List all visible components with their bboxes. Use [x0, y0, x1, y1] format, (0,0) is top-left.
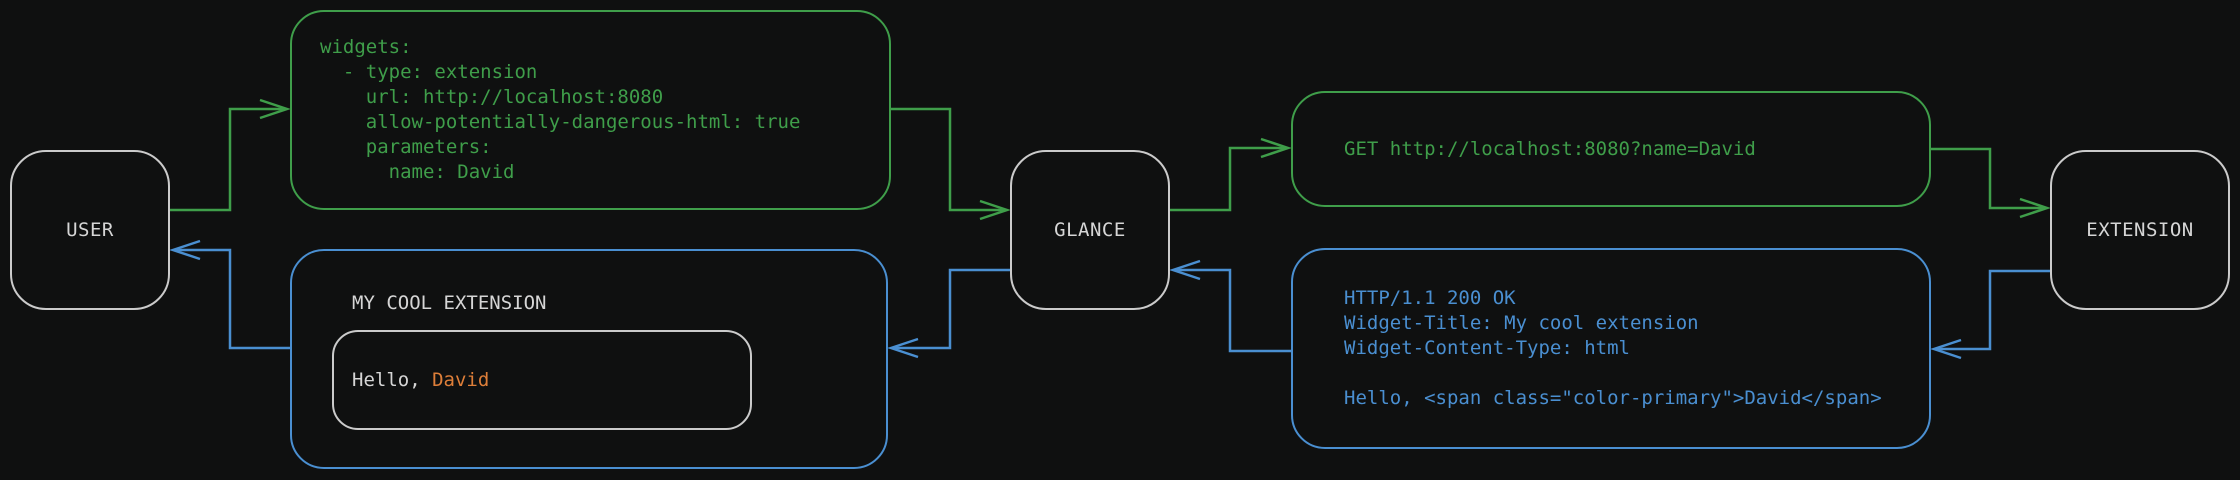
greeting-name: David [432, 369, 490, 391]
http-request-box: GET http://localhost:8080?name=David [1291, 91, 1931, 207]
widget-greeting-box: Hello, David [332, 330, 752, 430]
http-request-line: GET http://localhost:8080?name=David [1344, 137, 1756, 160]
arrow-request-to-extension [1931, 147, 2045, 210]
yaml-config-box: widgets: - type: extension url: http://l… [290, 10, 891, 210]
user-node-label: USER [66, 219, 114, 241]
arrow-user-to-config [170, 107, 286, 212]
extension-node: EXTENSION [2050, 150, 2230, 310]
arrow-glance-to-widget [893, 268, 1010, 350]
arrow-extension-to-response [1936, 269, 2050, 351]
arrowhead-glance-to-request [1260, 137, 1292, 159]
arrowhead-extension-to-response [1930, 338, 1962, 360]
extension-node-label: EXTENSION [2086, 219, 2194, 241]
arrowhead-config-to-glance [979, 199, 1011, 221]
widget-title: MY COOL EXTENSION [352, 292, 547, 314]
glance-node-label: GLANCE [1054, 219, 1126, 241]
arrowhead-widget-to-user [169, 239, 201, 261]
http-response-code: HTTP/1.1 200 OK Widget-Title: My cool ex… [1344, 287, 1882, 409]
greeting-prefix: Hello, [352, 369, 433, 391]
arrow-glance-to-request [1170, 146, 1286, 212]
arrowhead-request-to-extension [2019, 197, 2051, 219]
glance-node: GLANCE [1010, 150, 1170, 310]
http-response-box: HTTP/1.1 200 OK Widget-Title: My cool ex… [1291, 248, 1931, 449]
arrowhead-user-to-config [259, 98, 291, 120]
rendered-widget-box: MY COOL EXTENSION Hello, David [290, 249, 888, 469]
arrow-widget-to-user [175, 248, 290, 350]
arrowhead-response-to-glance [1169, 259, 1201, 281]
user-node: USER [10, 150, 170, 310]
arrow-response-to-glance [1175, 268, 1291, 353]
arrowhead-glance-to-widget [887, 337, 919, 359]
arrow-config-to-glance [891, 107, 1005, 212]
yaml-config-code: widgets: - type: extension url: http://l… [320, 36, 801, 183]
